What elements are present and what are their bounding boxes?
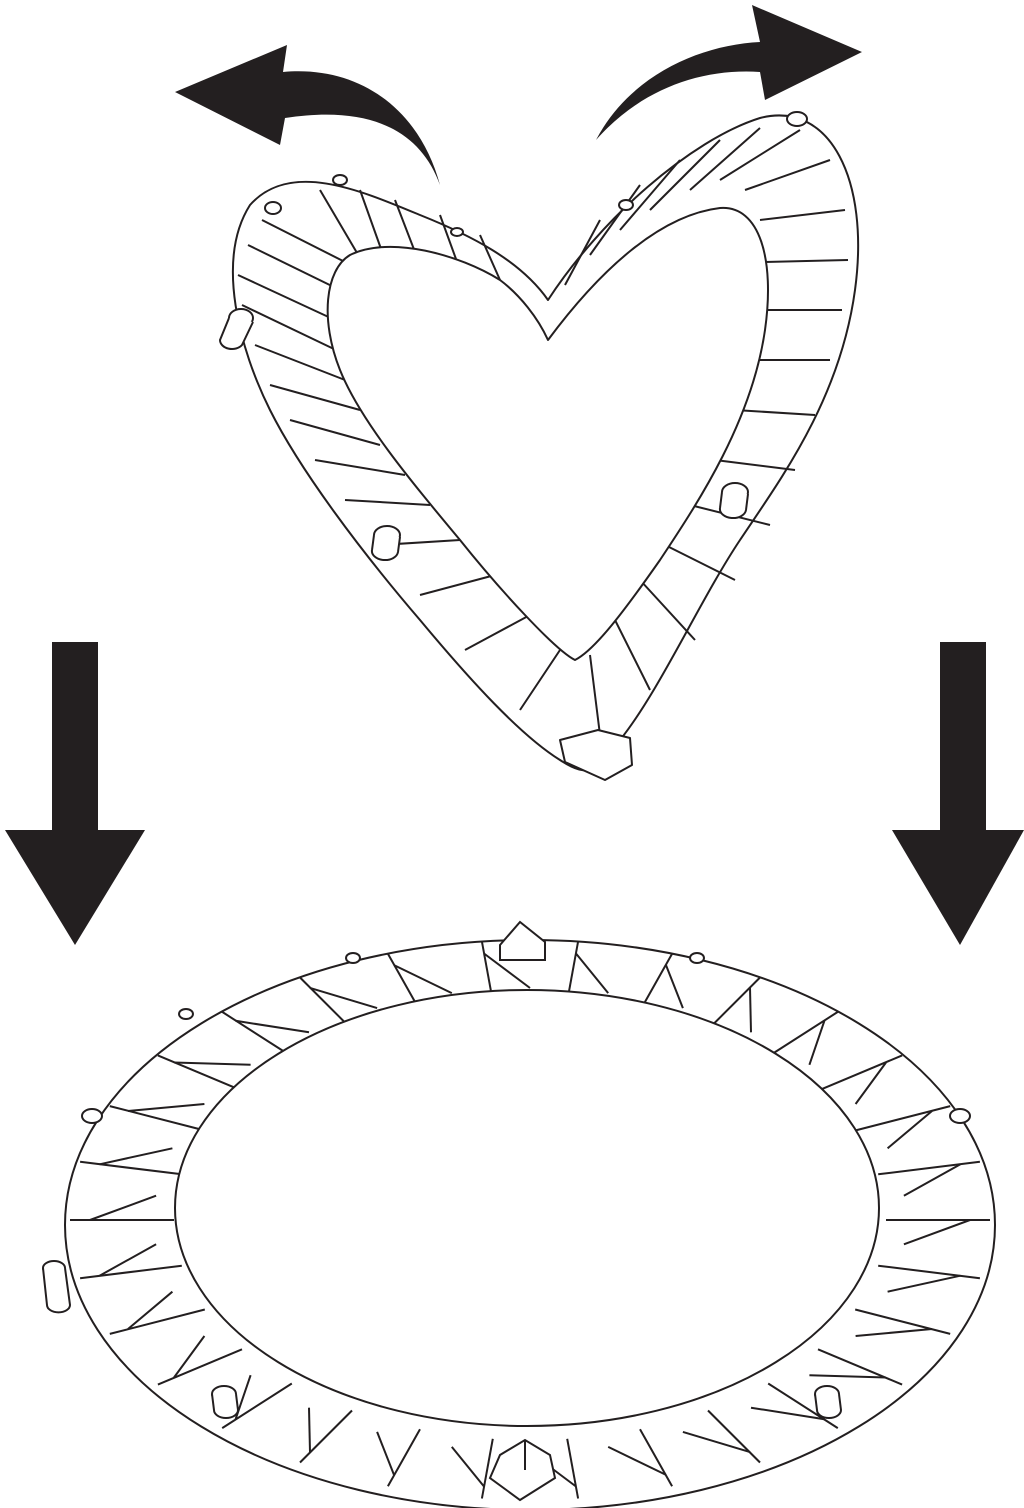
open-trampoline-round [43, 922, 995, 1508]
frame-spring-line [750, 988, 751, 1032]
curved-arrow-left-icon [175, 45, 440, 185]
curved-arrow-right-icon [596, 5, 862, 140]
down-arrow-right-icon [892, 642, 1024, 945]
down-arrow-left-icon [5, 642, 145, 945]
folded-trampoline-heart [220, 112, 858, 780]
frame-spring-line [309, 1408, 310, 1452]
